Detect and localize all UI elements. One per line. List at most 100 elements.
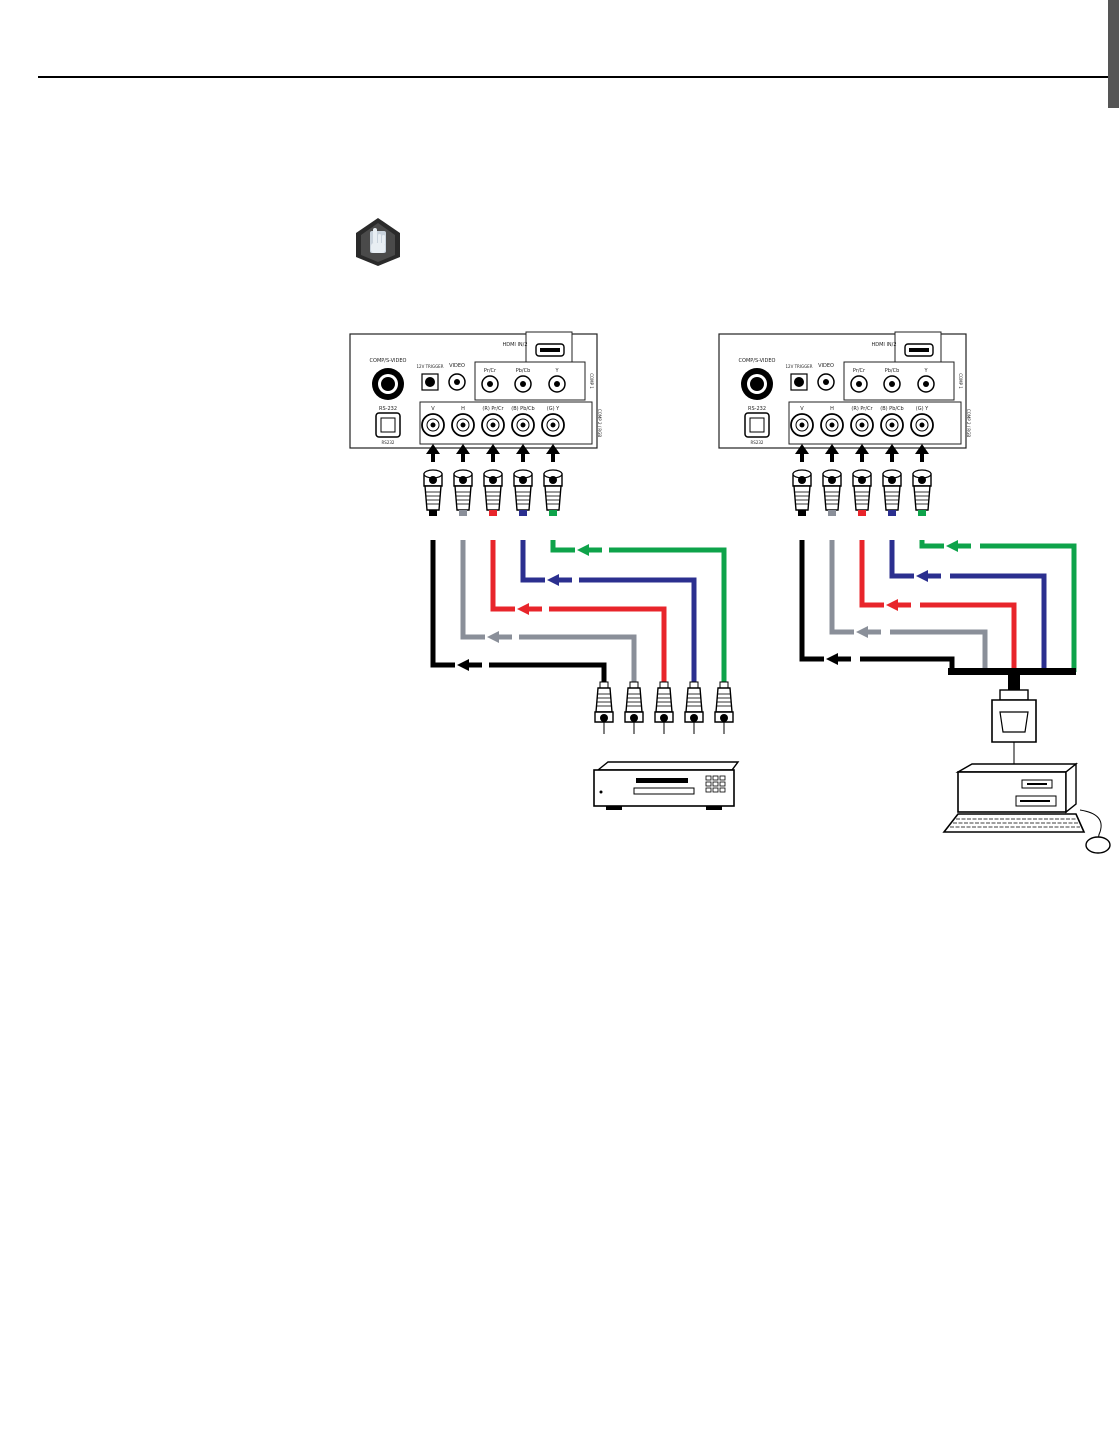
bnc-port-pin [920, 423, 925, 428]
left-arrow-head [946, 540, 958, 552]
panel-label: 12V TRIGGER [416, 364, 443, 369]
bnc-bayonet [519, 476, 527, 484]
bnc-bayonet [549, 476, 557, 484]
bnc-port-pin [890, 423, 895, 428]
up-arrow-shaft [920, 452, 924, 462]
dvd-player-icon [594, 762, 738, 810]
bnc-connector-left [424, 470, 442, 516]
pc-drive-slot [1020, 800, 1050, 802]
bnc-connector-right [913, 470, 931, 516]
hdmi-port-slot [540, 348, 560, 352]
bnc-bayonet [459, 476, 467, 484]
bnc-connector-right [853, 470, 871, 516]
bnc-band [429, 510, 437, 516]
dvd-button [720, 788, 725, 792]
bnc-connector-right [823, 470, 841, 516]
panel-label: RS-232 [748, 406, 766, 412]
up-arrow-shaft [890, 452, 894, 462]
panel-label: COMP 2 / RGB [597, 409, 602, 437]
bnc-connector-dvd [655, 682, 673, 734]
bnc-band [828, 510, 836, 516]
cable-segment [519, 637, 634, 682]
left-arrow-shaft [498, 635, 512, 640]
pc-top [958, 764, 1076, 772]
cable-segment [922, 540, 944, 546]
bnc-port-pin [491, 423, 496, 428]
panel-label: COMP 1 [589, 373, 594, 389]
panel-label: HDMI IN/2 [502, 342, 527, 348]
cable-segment [493, 540, 515, 609]
bnc-body [596, 688, 612, 712]
cable-segment [980, 546, 1074, 672]
left-arrow-head [577, 544, 589, 556]
video-port-pin [454, 379, 460, 385]
cable-segment [950, 576, 1044, 672]
dvd-foot [706, 806, 722, 810]
bnc-bayonet [888, 476, 896, 484]
dvd-led [600, 791, 603, 794]
bnc-bayonet [690, 714, 698, 722]
left-arrow-shaft [957, 544, 971, 549]
video-port-pin [823, 379, 829, 385]
bnc-port-pin [800, 423, 805, 428]
svideo-port-core [750, 377, 764, 391]
up-arrow-shaft [800, 452, 804, 462]
left-arrow-head [517, 603, 529, 615]
bnc-port-pin [830, 423, 835, 428]
bnc-body [515, 486, 531, 510]
bnc-tail [720, 682, 728, 688]
left-arrow-shaft [558, 578, 572, 583]
bnc-bayonet [720, 714, 728, 722]
cable-segment [832, 540, 854, 632]
panel-label: RS232 [751, 440, 764, 445]
bnc-bayonet [828, 476, 836, 484]
bnc-tail [660, 682, 668, 688]
panel-label: V [800, 406, 804, 412]
comp1-port-pin [554, 381, 560, 387]
cable-segment [433, 540, 455, 665]
bnc-connector-dvd [715, 682, 733, 734]
trigger-port-jack [794, 377, 804, 387]
left-arrow-shaft [528, 607, 542, 612]
computer-icon [944, 764, 1110, 853]
panel-label: VIDEO [818, 363, 834, 369]
rgb-block [420, 402, 592, 444]
comp1-port-pin [856, 381, 862, 387]
bnc-body [545, 486, 561, 510]
bnc-body [656, 688, 672, 712]
panel-label: RS-232 [379, 406, 397, 412]
bnc-body [854, 486, 870, 510]
cable-segment [860, 659, 952, 672]
vga-strain [1000, 690, 1028, 700]
panel-label: H [830, 406, 834, 412]
panel-label: (B) Pb/Cb [511, 406, 534, 412]
bnc-port-pin [860, 423, 865, 428]
rs232-port-inner [381, 418, 395, 432]
dvd-button [706, 782, 711, 786]
hdmi-port-slot [909, 348, 929, 352]
panel-label: Pb/Cb [516, 368, 531, 374]
comp1-port-pin [487, 381, 493, 387]
left-arrow-head [547, 574, 559, 586]
panel-label: (G) Y [916, 406, 929, 412]
panel-label: V [431, 406, 435, 412]
comp1-port-pin [889, 381, 895, 387]
bnc-connector-dvd [685, 682, 703, 734]
bnc-body [794, 486, 810, 510]
up-arrow-shaft [860, 452, 864, 462]
bnc-body [884, 486, 900, 510]
bnc-bayonet [600, 714, 608, 722]
up-arrow-shaft [461, 452, 465, 462]
bnc-band [489, 510, 497, 516]
left-arrow-head [856, 626, 868, 638]
bnc-band [918, 510, 926, 516]
dvd-button [713, 782, 718, 786]
panel-label: 12V TRIGGER [785, 364, 812, 369]
panel-label: VIDEO [449, 363, 465, 369]
pc-side [1066, 764, 1076, 812]
cable-segment [523, 540, 545, 580]
left-arrow-shaft [927, 574, 941, 579]
bnc-bayonet [858, 476, 866, 484]
